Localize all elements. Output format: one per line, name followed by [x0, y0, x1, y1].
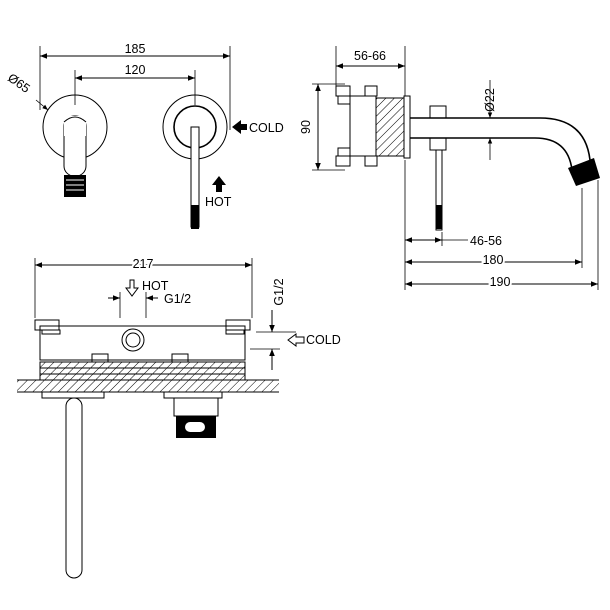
lever-side	[435, 149, 443, 231]
cold-arrow-icon	[232, 120, 247, 134]
spout-tip	[568, 158, 600, 186]
body-depth-label: 56-66	[354, 49, 386, 63]
plan-view: 217 HOT G1/2	[17, 255, 341, 579]
spout-diameter-label: Ø22	[483, 88, 497, 112]
plan-width-label: 217	[133, 257, 154, 271]
side-view: 56-66 90 Ø22 46-56	[299, 46, 600, 291]
cold-front-label: COLD	[249, 121, 284, 135]
g-cold-label: G1/2	[272, 278, 286, 305]
front-width-label: 185	[125, 42, 146, 56]
front-view: 185 120 Ø65 COLD HOT	[5, 42, 284, 229]
spout-side-top	[410, 117, 591, 161]
front-center-label: 120	[125, 63, 146, 77]
cold-plan-arrow-icon	[287, 333, 305, 347]
spout-side-bottom	[410, 137, 573, 171]
flange-diameter-label: Ø65	[5, 71, 32, 96]
threaded-sleeve	[375, 97, 405, 157]
valve-body	[349, 95, 377, 157]
g-hot-label: G1/2	[164, 292, 191, 306]
valve-body-plan	[39, 325, 246, 361]
handle-reach-label: 46-56	[470, 234, 502, 248]
spout-aerator	[64, 175, 86, 197]
cold-plan-label: COLD	[306, 333, 341, 347]
mixer-lever-tip	[191, 205, 199, 229]
overall-reach-label: 190	[490, 275, 511, 289]
hot-front-label: HOT	[205, 195, 232, 209]
spout-plan	[65, 397, 83, 579]
hot-inlet	[121, 328, 145, 352]
height-label: 90	[299, 120, 313, 134]
hot-arrow-icon	[212, 176, 226, 192]
hot-plan-label: HOT	[142, 279, 169, 293]
spout-reach-label: 180	[483, 253, 504, 267]
wall-section	[17, 380, 279, 392]
